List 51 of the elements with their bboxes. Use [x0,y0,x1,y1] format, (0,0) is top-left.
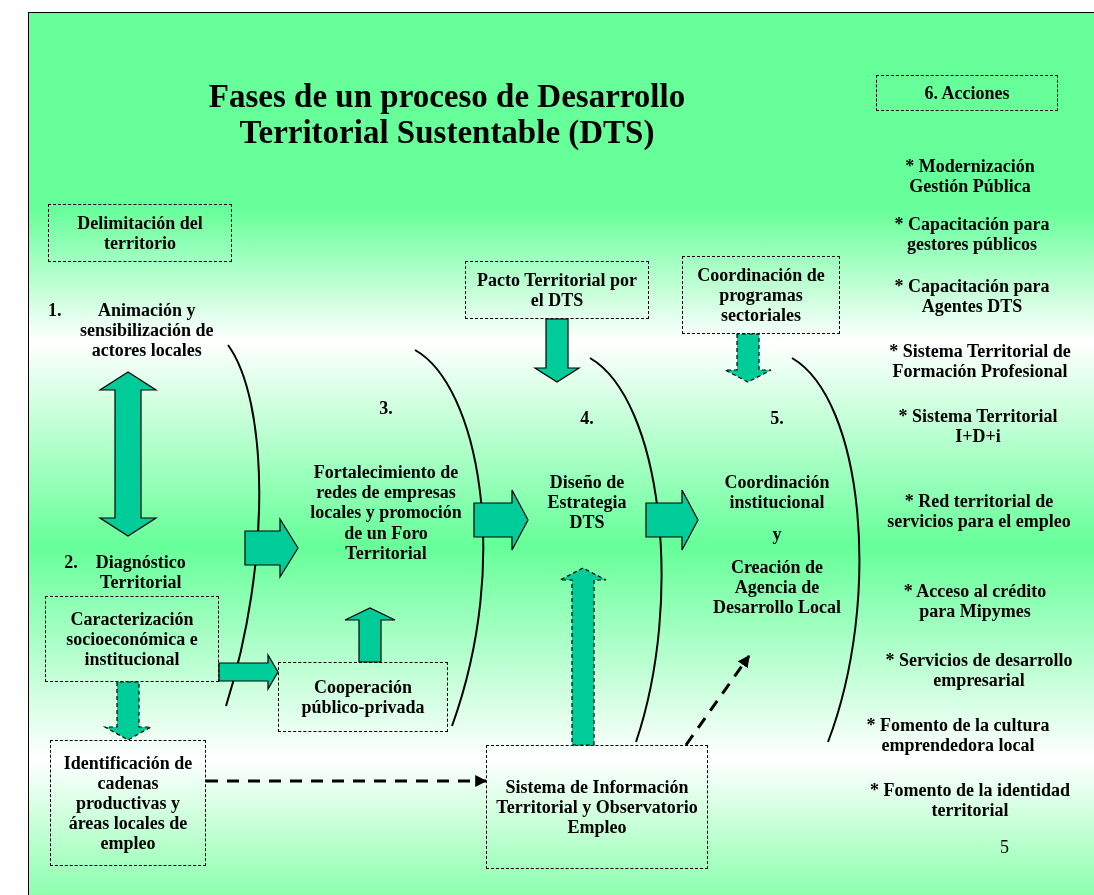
dashed-text-box [486,745,708,869]
arrow [206,775,488,787]
action-item: * Acceso al crédito para Mipymes [902,581,1048,622]
arrow [684,655,751,746]
phase-title: Fortalecimiento de redes de empresas locales y promoción de un Foro Territorial [309,462,463,563]
action-item: * Sistema Territorial I+D+i [897,406,1059,447]
block-arrow [244,516,299,580]
phase-title: Animación y sensibilización de actores locales [79,300,215,361]
dashed-text-box [45,596,219,682]
block-arrow [645,489,699,551]
phase-number: 1. [48,300,62,321]
action-item: * Sistema Territorial de Formación Profesional [888,341,1072,382]
action-item: * Capacitación para gestores públicos [893,214,1051,255]
action-item: * Red territorial de servicios para el empleo [886,491,1072,532]
box-text: 6. Acciones [924,82,1010,104]
block-arrow [97,371,159,537]
phase-number: 5. [770,408,784,429]
phase-title: y [772,524,782,545]
block-arrow [724,333,772,383]
dashed-text-box [48,204,232,262]
phase-title: Creación de Agencia de Desarrollo Local [711,556,843,618]
block-arrow [532,318,582,383]
action-item: * Fomento de la cultura emprendedora local [865,715,1051,756]
dashed-text-box [278,662,448,732]
phase-number: 3. [379,398,393,419]
phase-title: Coordinación institucional [723,472,831,513]
page-number: 5 [1000,836,1009,859]
phase-number: 4. [580,408,594,429]
dashed-text-box [50,740,206,866]
box-text: Cooperación público-privada [300,676,426,718]
block-arrow [218,652,279,692]
phase-title: Diagnóstico Territorial [94,551,187,592]
action-item: * Servicios de desarrollo empresarial [884,650,1074,691]
box-text: Coordinación de programas sectoriales [696,264,826,326]
box-text: Identificación de cadenas productivas y áreas locales de empleo [62,752,194,854]
phase-number: 2. [64,551,78,572]
action-item: * Fomento de la identidad territorial [869,780,1071,821]
box-text: Caracterización socioeconómica e institucional [65,608,199,670]
box-text: Delimitación del territorio [76,212,204,254]
action-item: * Modernización Gestión Pública [904,156,1036,197]
dashed-text-box [876,75,1058,111]
dashed-text-box [682,256,840,334]
title: Fases de un proceso de Desarrollo Territorial Sustentable (DTS) [207,78,687,151]
action-item: * Capacitación para Agentes DTS [893,276,1051,317]
block-arrow [473,489,529,551]
block-arrow [344,607,396,663]
phase-title: Diseño de Estrategia DTS [546,472,628,533]
block-arrow [559,567,607,746]
box-text: Pacto Territorial por el DTS [476,269,638,311]
dashed-text-box [465,261,649,319]
box-text: Sistema de Información Territorial y Observatorio Empleo [495,776,699,838]
